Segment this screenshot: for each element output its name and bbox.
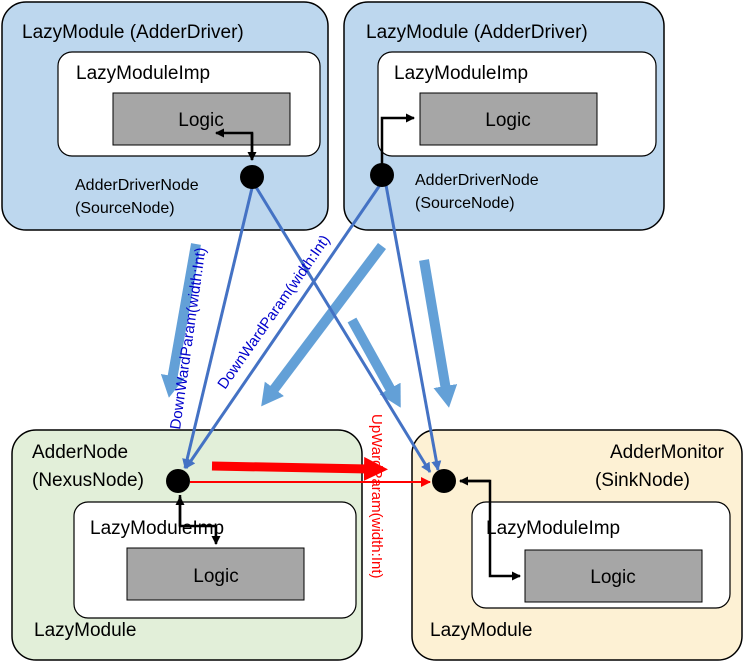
adder-logic-label: Logic: [193, 566, 238, 587]
flow-arrow-right-down: [419, 259, 458, 408]
node-driver-right: [370, 163, 394, 187]
driver-right-title: LazyModule (AdderDriver): [366, 22, 588, 43]
flow-arrow-left-down: [160, 243, 201, 398]
adder-imp-label: LazyModuleImp: [90, 518, 224, 539]
logic-connectors: [175, 113, 521, 581]
edge-driver-right-to-monitor: [384, 184, 442, 471]
flow-arrow-left-to-monitor: [347, 317, 401, 408]
edges: [182, 184, 442, 473]
edge-driver-left-to-monitor: [254, 186, 432, 473]
driver-right-module: LazyModule (AdderDriver) LazyModuleImp L…: [343, 1, 665, 231]
flow-arrow-right-to-adder: [261, 242, 386, 407]
driver-left-imp-label: LazyModuleImp: [76, 63, 210, 84]
monitor-imp-label: LazyModuleImp: [486, 518, 620, 539]
monitor-node-type: (SinkNode): [595, 470, 690, 491]
connector-driver-right: [380, 113, 415, 168]
upward-thick-arrow: [211, 456, 388, 481]
monitor-logic-label: Logic: [590, 567, 635, 588]
monitor-footer: LazyModule: [430, 620, 532, 641]
monitor-logic-box: [524, 549, 703, 603]
adder-title: AdderNode: [32, 442, 128, 463]
edge-driver-right-to-adder: [184, 184, 382, 469]
driver-right-logic-box: [419, 92, 598, 146]
nodes: [166, 163, 456, 493]
driver-left-title: LazyModule (AdderDriver): [22, 22, 244, 43]
monitor-title: AdderMonitor: [610, 442, 725, 463]
adder-logic-box: [126, 547, 305, 601]
monitor-module: AdderMonitor (SinkNode) LazyModuleImp Lo…: [411, 429, 743, 661]
label-downward-left: DownWardParam(width:Int): [167, 246, 209, 430]
driver-left-node-label: AdderDriverNode: [75, 177, 199, 194]
label-downward-right: DownWardParam(width:Int): [214, 232, 333, 392]
driver-right-logic-label: Logic: [485, 110, 530, 131]
adder-module: AdderNode (NexusNode) LazyModuleImp Logi…: [11, 429, 363, 661]
driver-right-imp-label: LazyModuleImp: [394, 63, 528, 84]
driver-right-node-label: AdderDriverNode: [415, 172, 539, 189]
label-upward: UpWardParam(width:Int): [368, 414, 385, 579]
edge-driver-left-to-adder: [182, 187, 254, 469]
node-adder: [166, 469, 190, 493]
node-monitor: [432, 469, 456, 493]
adder-footer: LazyModule: [34, 620, 136, 641]
upward-arrows: [190, 456, 431, 487]
node-driver-left: [240, 165, 264, 189]
adder-node-type: (NexusNode): [32, 470, 144, 491]
driver-left-node-type: (SourceNode): [75, 200, 175, 217]
driver-left-logic-label: Logic: [178, 110, 223, 131]
driver-left-module: LazyModule (AdderDriver) LazyModuleImp L…: [1, 1, 329, 231]
driver-left-logic-box: [112, 92, 291, 146]
driver-right-node-type: (SourceNode): [415, 195, 515, 212]
flow-arrows: [160, 242, 458, 408]
